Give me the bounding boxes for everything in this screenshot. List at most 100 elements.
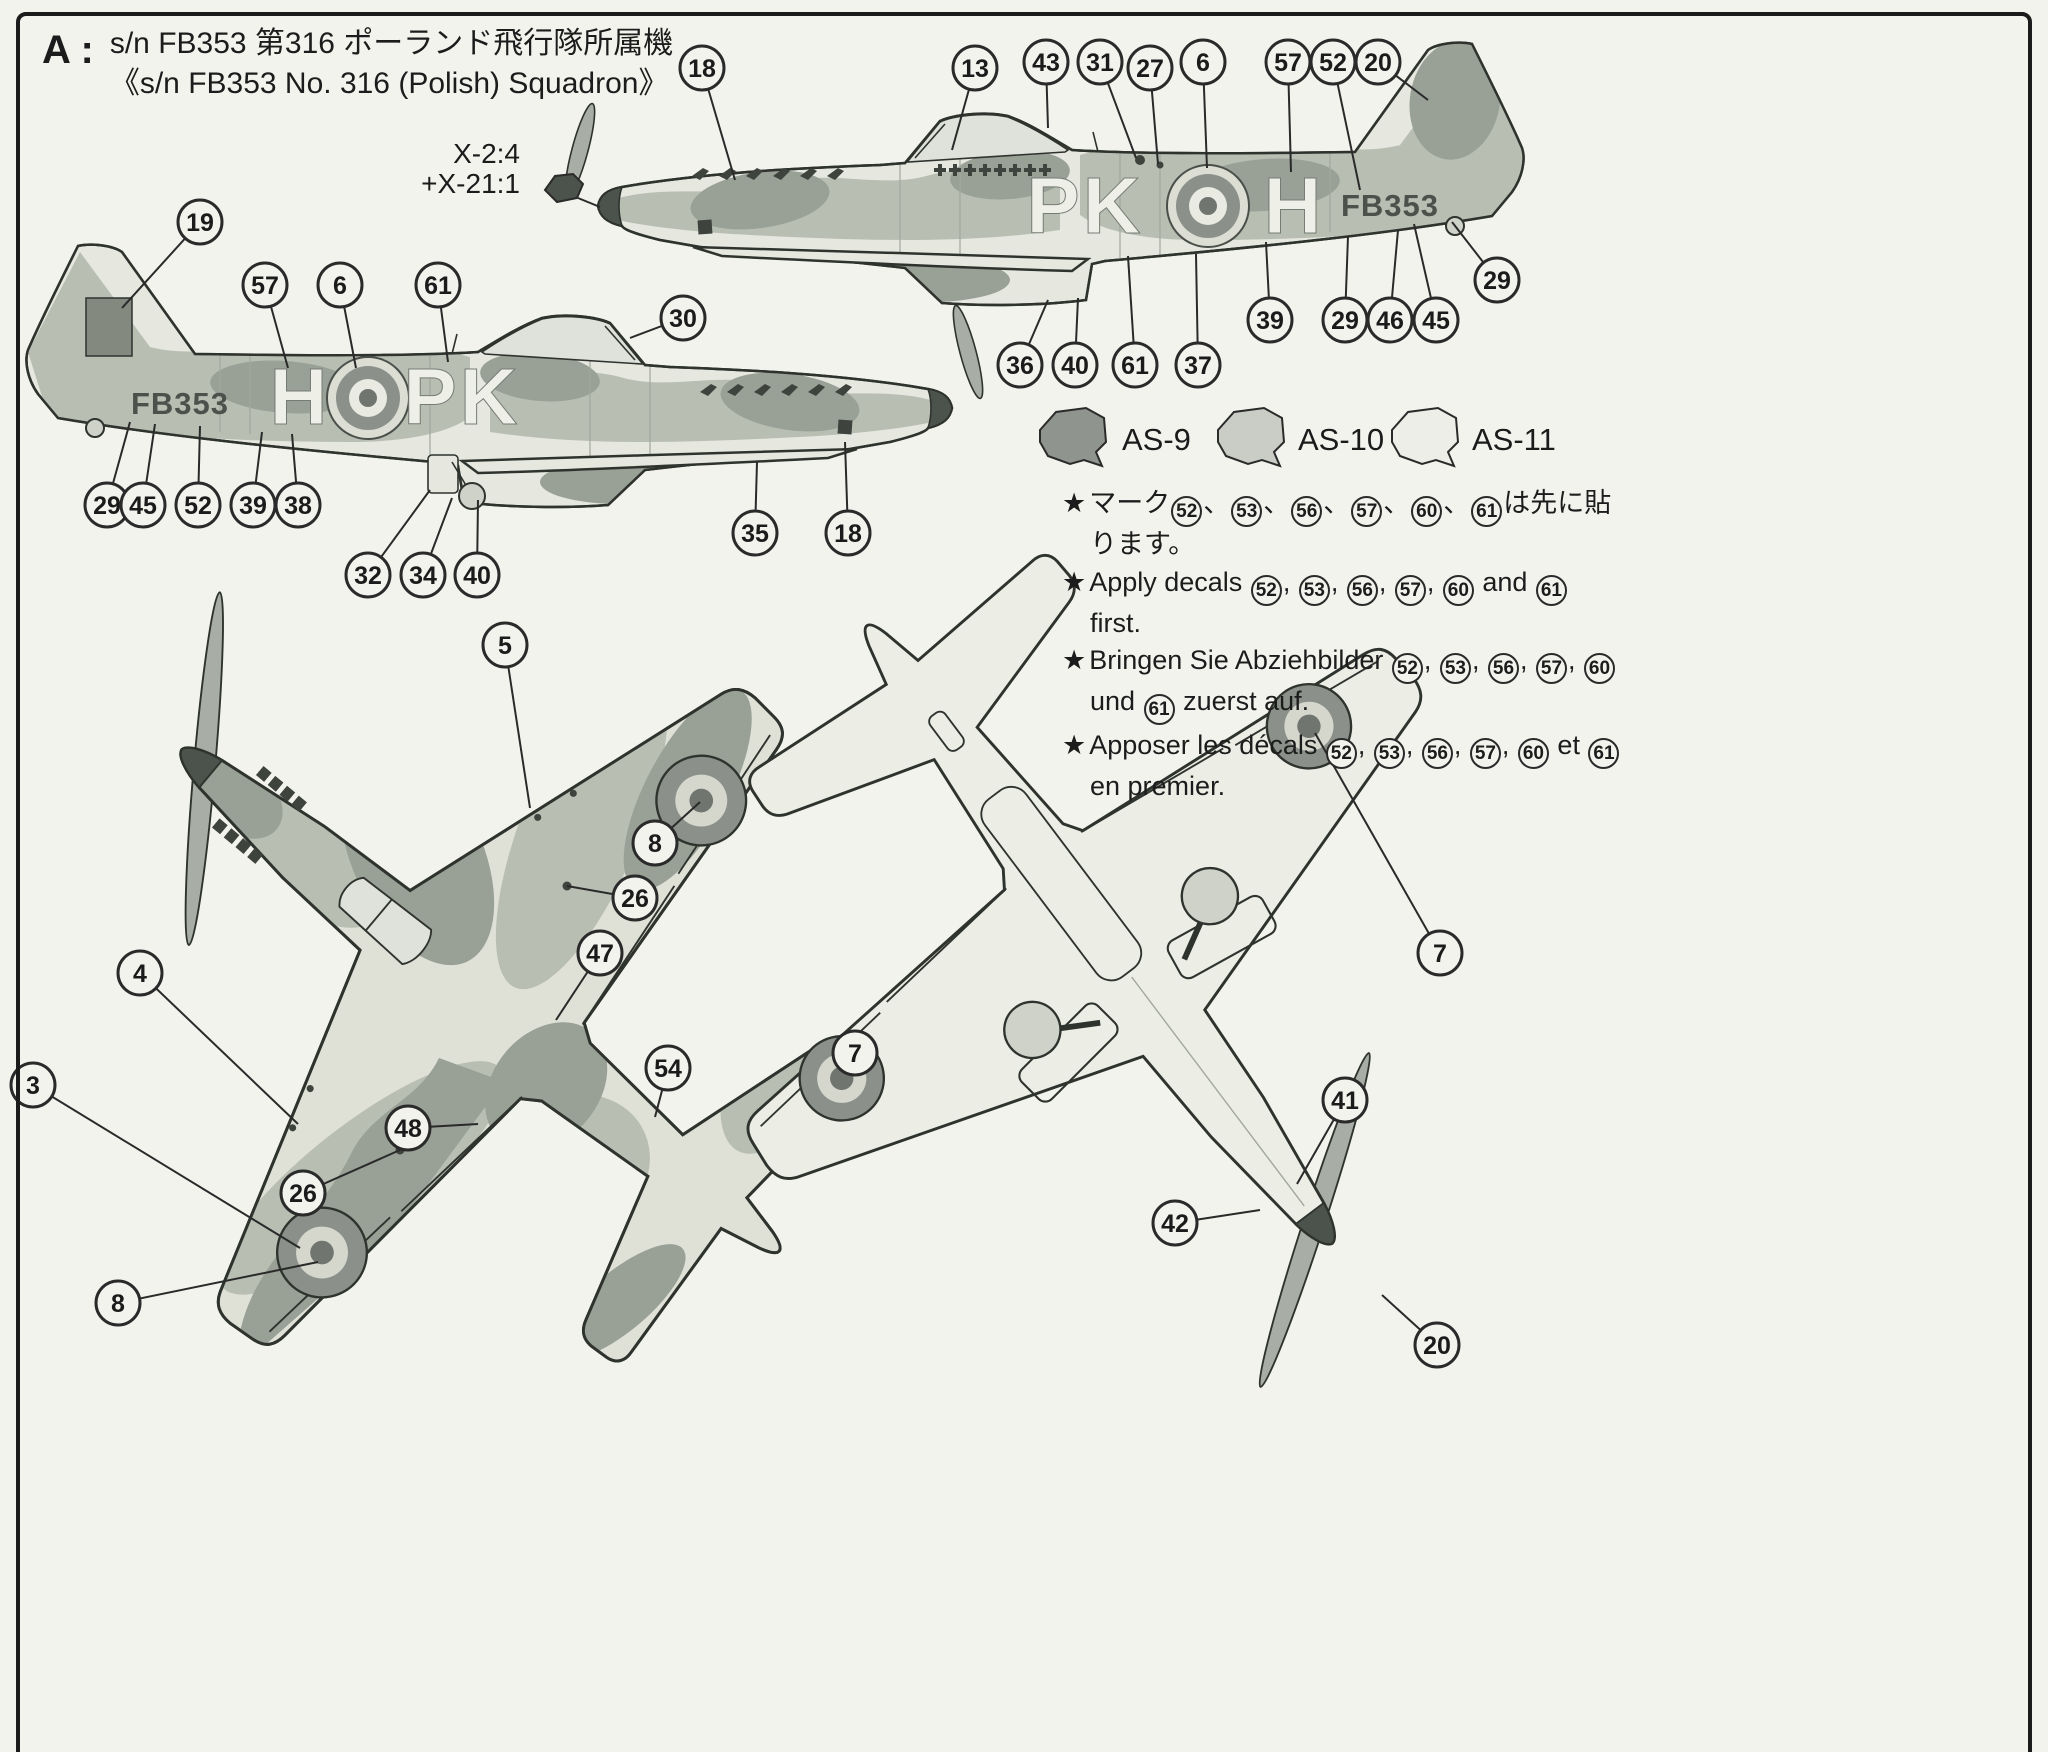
svg-text:8: 8 [111,1290,125,1318]
callout-7: 7 [1314,732,1464,977]
roundel-top-right-wing [655,754,748,847]
callout-32: 32 [344,489,431,599]
svg-text:48: 48 [394,1115,422,1143]
callout-57: 57 [1264,38,1312,173]
callout-8: 8 [94,1261,319,1327]
callout-20: 20 [1381,1294,1461,1369]
callout-48: 48 [384,1104,479,1152]
svg-text:37: 37 [1184,352,1212,380]
swatch-as9-label: AS-9 [1122,422,1191,457]
bottom-view [542,380,1658,1489]
svg-text:18: 18 [834,520,862,548]
swatch-as9 [1039,407,1107,467]
exhaust-stacks [211,765,307,864]
callout-61: 61 [414,261,462,363]
callout-4: 4 [116,949,299,1125]
serial-left: FB353 [131,386,229,421]
svg-text:6: 6 [1196,49,1210,77]
callout-37: 37 [1174,253,1222,389]
paint-mix-note: X-2:4 +X-21:1 [421,138,601,208]
svg-text:40: 40 [1061,352,1089,380]
svg-text:39: 39 [1256,307,1284,335]
mix-line-2: +X-21:1 [421,168,520,199]
decal-note-de: ★Bringen Sie Abziehbilder 52, 53, 56, 57… [1062,643,1622,726]
callout-20: 20 [1354,38,1429,101]
callout-42: 42 [1151,1199,1261,1247]
callout-41: 41 [1296,1076,1369,1185]
svg-text:29: 29 [93,492,121,520]
callout-47: 47 [555,929,624,1021]
svg-text:4: 4 [133,960,147,988]
callout-34: 34 [399,497,453,599]
propeller-blade [952,304,984,400]
swatch-as11 [1391,407,1459,467]
swatch-as10 [1217,407,1285,467]
canopy [907,113,1070,163]
tailwheel-doors [928,710,965,752]
callout-19: 19 [121,198,224,309]
svg-text:38: 38 [284,492,312,520]
svg-text:42: 42 [1161,1210,1189,1238]
svg-text:43: 43 [1032,49,1060,77]
callout-38: 38 [274,433,322,529]
swatch-as11-label: AS-11 [1472,422,1556,457]
decal-note-fr: ★Apposer les décals 52, 53, 56, 57, 60 e… [1062,728,1622,804]
wing-root [458,447,858,475]
callout-36: 36 [996,299,1049,389]
callout-6: 6 [1179,38,1227,169]
svg-text:32: 32 [354,562,382,590]
svg-text:29: 29 [1331,307,1359,335]
spinner [597,185,624,228]
svg-text:26: 26 [289,1180,317,1208]
svg-text:45: 45 [1422,307,1450,335]
svg-text:54: 54 [654,1055,682,1083]
swatch-as10-label: AS-10 [1298,422,1384,457]
title-english: 《s/n FB353 No. 316 (Polish) Squadron》 [109,67,669,100]
svg-text:18: 18 [688,55,716,83]
left-profile-view: H PK FB353 [25,243,984,510]
roundel-top-left-wing [275,1206,369,1299]
callout-29: 29 [83,421,131,529]
svg-text:46: 46 [1376,307,1404,335]
svg-text:39: 39 [239,492,267,520]
tailwheel [85,418,105,438]
svg-text:30: 30 [669,305,697,333]
header: A : s/n FB353 第316 ポーランド飛行隊所属機 《s/n FB35… [42,26,673,102]
canopy [480,315,643,365]
roundel-right-fuselage [1166,164,1250,248]
roundel-left-fuselage [326,356,410,440]
svg-text:13: 13 [961,55,989,83]
svg-text:31: 31 [1086,49,1114,77]
stencil-patch [837,419,853,435]
svg-text:52: 52 [184,492,212,520]
svg-text:27: 27 [1136,55,1164,83]
stencil-patch [697,219,713,235]
svg-text:7: 7 [1433,940,1447,968]
right-profile-view: PK H FB353 [564,41,1525,307]
decal-note-en: ★Apply decals 52, 53, 56, 57, 60 and 61 … [1062,565,1622,641]
callout-35: 35 [731,461,779,557]
callout-54: 54 [644,1044,692,1118]
callout-26: 26 [279,1149,401,1217]
callout-40: 40 [1051,297,1099,389]
callout-45: 45 [1412,223,1460,344]
svg-text:41: 41 [1331,1087,1359,1115]
mix-line-1: X-2:4 [453,138,520,169]
fin-flash [85,297,133,357]
svg-text:26: 26 [621,885,649,913]
svg-text:29: 29 [1483,267,1511,295]
svg-text:57: 57 [251,272,279,300]
svg-text:36: 36 [1006,352,1034,380]
callout-52: 52 [1309,38,1361,191]
svg-text:61: 61 [1121,352,1149,380]
callout-3: 3 [9,1061,301,1249]
callout-30: 30 [629,294,707,342]
callout-26: 26 [566,874,659,922]
callout-29: 29 [1451,221,1521,304]
callout-18: 18 [824,441,872,557]
